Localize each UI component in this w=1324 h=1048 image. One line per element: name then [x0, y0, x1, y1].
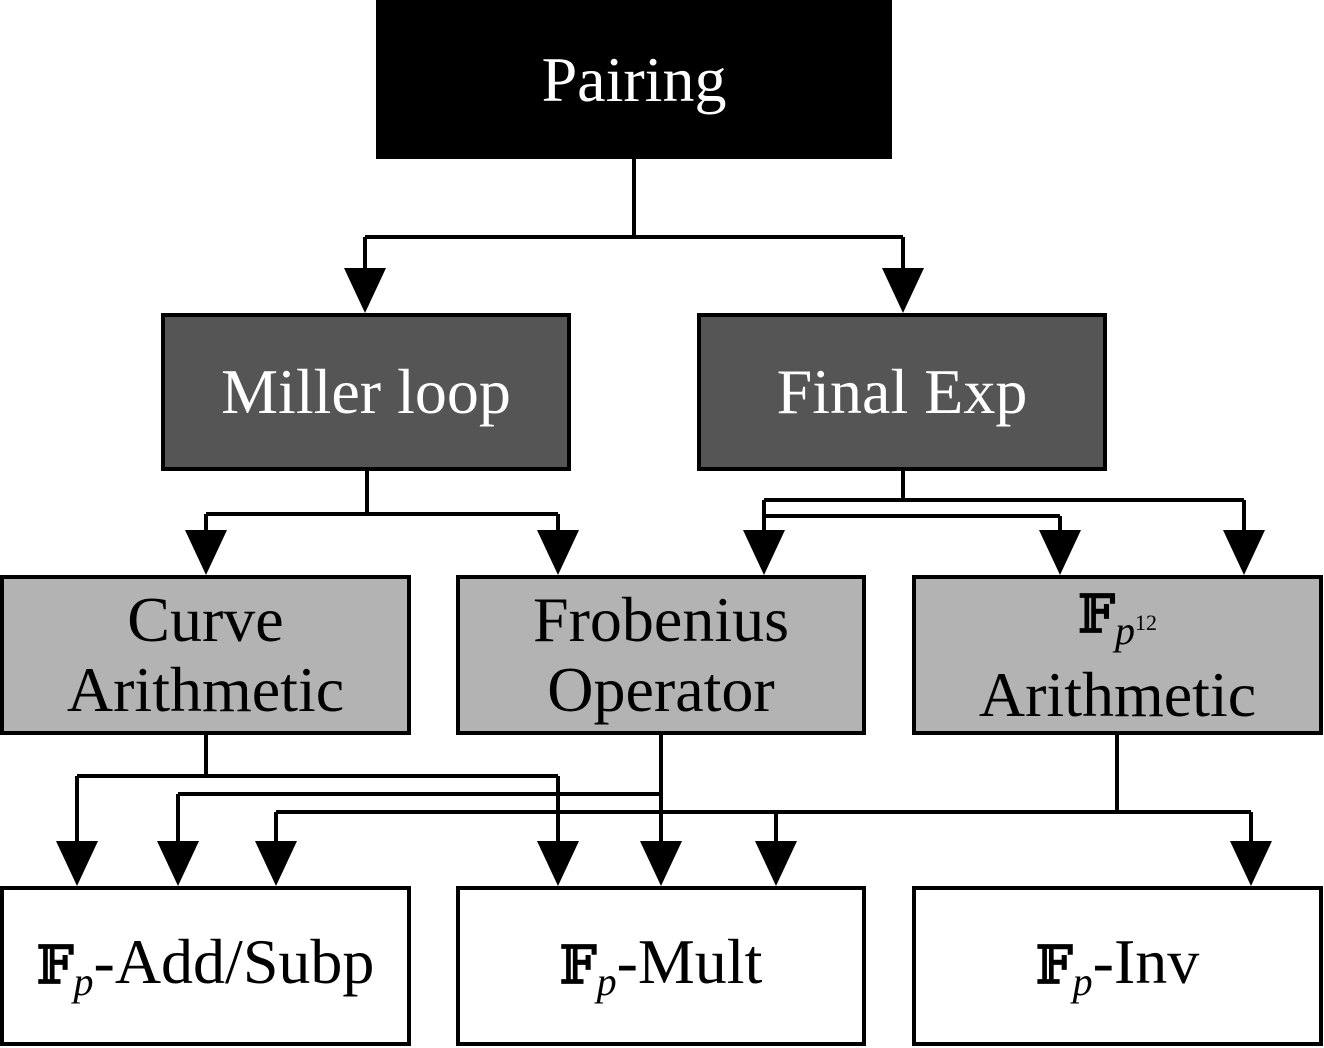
- add-suffix: -Add/Subp: [93, 926, 375, 997]
- edge-curve-add-arrowhead: [56, 841, 98, 886]
- edge-fp12-add-arrowhead: [255, 841, 297, 886]
- node-final-exp-label: Final Exp: [776, 356, 1028, 427]
- node-final-exp: Final Exp: [697, 313, 1107, 471]
- node-curve-arithmetic: Curve Arithmetic: [0, 575, 411, 735]
- node-miller-loop-label: Miller loop: [221, 356, 511, 427]
- node-fp12-line2: Arithmetic: [978, 659, 1257, 730]
- edge-fp12-mult-arrowhead: [755, 841, 797, 886]
- field-exponent: 12: [1134, 610, 1157, 635]
- edge-fp12-inv-arrowhead: [1230, 841, 1272, 886]
- edge-finalexp-fp12-b-arrowhead: [1223, 530, 1265, 575]
- edge-curve-mult-arrowhead: [537, 841, 579, 886]
- node-frobenius-line2: Operator: [547, 654, 775, 725]
- edge-finalexp-fp12-a-arrowhead: [1039, 530, 1081, 575]
- node-pairing: Pairing: [376, 0, 892, 159]
- field-var: p: [73, 959, 94, 1004]
- field-symbol: 𝔽: [36, 935, 74, 996]
- mult-suffix: -Mult: [616, 926, 763, 997]
- field-var: p: [1114, 608, 1135, 653]
- field-symbol: 𝔽: [559, 935, 597, 996]
- edge-pairing-miller-arrowhead: [344, 268, 386, 313]
- node-curve-line1: Curve: [127, 584, 284, 655]
- node-frobenius-operator: Frobenius Operator: [456, 575, 866, 735]
- node-frobenius-line1: Frobenius: [533, 584, 789, 655]
- edge-finalexp-frobenius-arrowhead: [743, 530, 785, 575]
- inv-suffix: -Inv: [1092, 926, 1200, 997]
- edge-pairing-finalexp-arrowhead: [882, 268, 924, 313]
- node-curve-line2: Arithmetic: [66, 654, 345, 725]
- field-symbol: 𝔽: [1035, 935, 1073, 996]
- field-symbol: 𝔽: [1078, 584, 1115, 645]
- field-var: p: [596, 959, 617, 1004]
- node-pairing-label: Pairing: [541, 43, 727, 115]
- edge-miller-frobenius-arrowhead: [537, 530, 579, 575]
- node-miller-loop: Miller loop: [161, 313, 571, 471]
- edge-frobenius-mult-arrowhead: [640, 841, 682, 886]
- field-var: p: [1072, 959, 1093, 1004]
- edge-miller-curve-arrowhead: [185, 530, 227, 575]
- edge-frobenius-add-arrowhead: [157, 841, 199, 886]
